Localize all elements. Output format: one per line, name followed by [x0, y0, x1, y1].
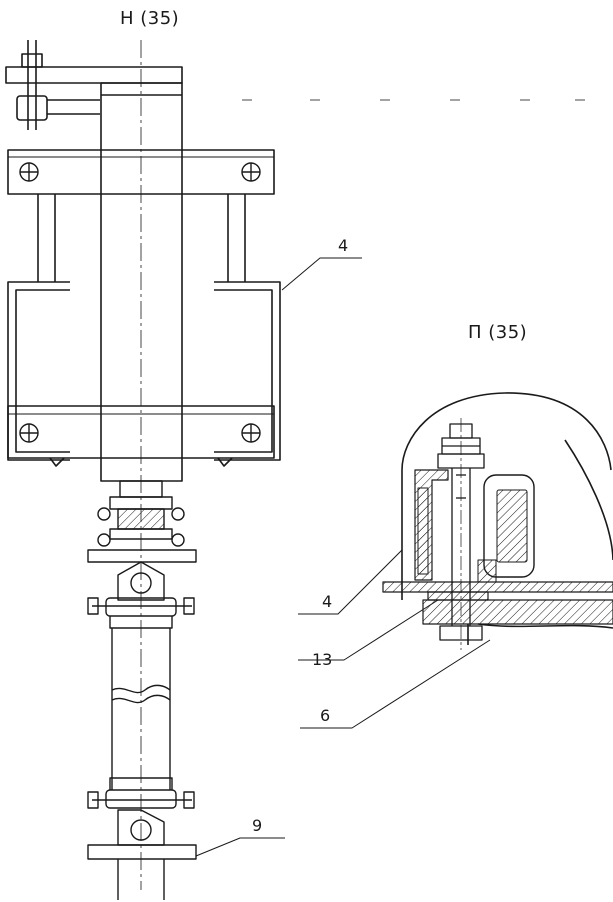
rect-tube: [483, 474, 535, 578]
coupling: [87, 480, 197, 563]
callout-6: 6: [320, 706, 331, 725]
callout-4-right: 4: [322, 592, 333, 611]
leader-4-right: [298, 549, 403, 615]
left-view-assembly: [5, 40, 362, 900]
callout-9: 9: [252, 816, 263, 835]
bolt-heads: [19, 162, 261, 443]
lower-universal-joint: [87, 777, 197, 900]
top-plate: [382, 581, 613, 593]
right-channel: [214, 281, 281, 461]
lower-bracket: [7, 405, 275, 459]
top-bracket-plate: [5, 66, 183, 84]
leader-4-left: [281, 257, 362, 291]
left-view-label: Н (35): [120, 8, 180, 29]
right-view-label: П (35): [468, 322, 528, 343]
left-channel: [7, 281, 70, 461]
base-plate-section: [422, 599, 613, 625]
right-view-detail: [298, 392, 613, 729]
callout-4-left: 4: [338, 236, 349, 255]
upper-universal-joint: [87, 561, 195, 629]
bolt-section: [437, 418, 485, 650]
leader-9: [195, 837, 285, 857]
leader-6: [300, 639, 491, 729]
shaft: [111, 628, 171, 790]
leader-13: [298, 599, 439, 661]
clamp-block: [16, 95, 48, 121]
dome-outline: [401, 392, 612, 600]
main-tube: [100, 82, 183, 482]
callout-13: 13: [312, 650, 333, 669]
upper-bracket: [7, 149, 275, 195]
base-plate: [87, 844, 197, 860]
